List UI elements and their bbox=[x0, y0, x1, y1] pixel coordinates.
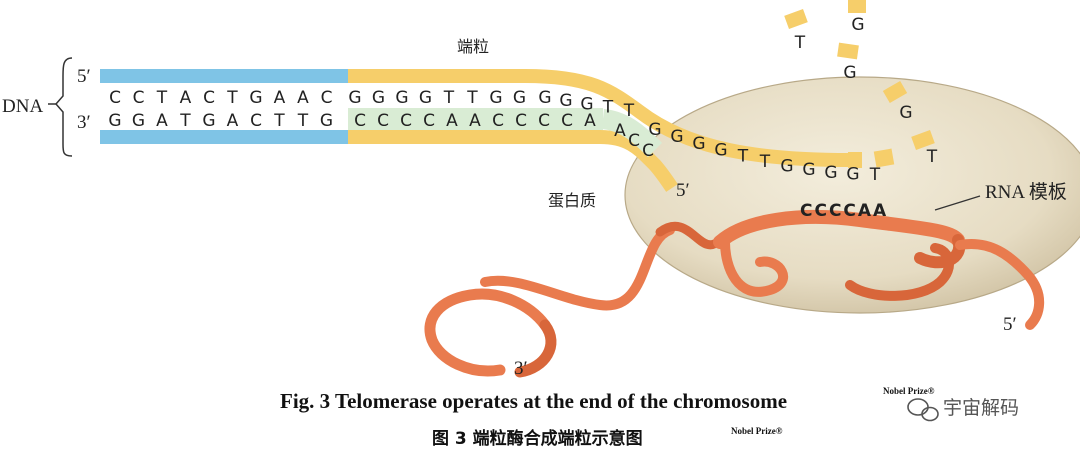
three-prime-bottom-label: 3′ bbox=[77, 112, 91, 133]
bottom-green-base-11: A bbox=[614, 121, 626, 141]
top-lower-base-1: G bbox=[670, 127, 683, 147]
top-straight-base-4: T bbox=[443, 88, 455, 108]
top-curve-base-3: T bbox=[602, 98, 614, 118]
nobel-prize-mark-bottom: Nobel Prize® bbox=[731, 426, 783, 436]
caption-chinese: 图 3 端粒酶合成端粒示意图 bbox=[432, 428, 643, 449]
top-lower-base-4: T bbox=[737, 146, 749, 166]
telomere-label: 端粒 bbox=[457, 37, 489, 56]
top-straight-base-2: G bbox=[395, 88, 408, 108]
protein-label: 蛋白质 bbox=[548, 191, 596, 210]
watermark: 宇宙解码 bbox=[907, 397, 1019, 422]
top-lower-base-5: T bbox=[759, 152, 771, 172]
bottom-green-base-10: A bbox=[584, 111, 596, 131]
free-base-3: G bbox=[899, 103, 912, 123]
bottom-blue-base-8: T bbox=[297, 111, 309, 131]
bottom-green-base-7: C bbox=[515, 111, 527, 131]
top-lower-base-8: G bbox=[824, 163, 837, 183]
template-green-curve bbox=[601, 109, 663, 158]
strand-five-prime-label: 5′ bbox=[676, 180, 690, 201]
bottom-green-base-5: A bbox=[469, 111, 481, 131]
bottom-green-base-4: A bbox=[446, 111, 458, 131]
top-lower-base-9: G bbox=[846, 164, 859, 184]
rna-template-label: RNA 模板 bbox=[985, 181, 1067, 203]
bottom-blue-base-7: T bbox=[273, 111, 285, 131]
top-blue-base-9: C bbox=[321, 88, 333, 108]
top-lower-base-2: G bbox=[692, 134, 705, 154]
top-blue-base-8: A bbox=[297, 88, 309, 108]
top-blue-base-0: C bbox=[109, 88, 121, 108]
rna-five-prime-label: 5′ bbox=[1003, 314, 1017, 335]
bottom-green-base-6: C bbox=[492, 111, 504, 131]
top-blue-base-5: T bbox=[226, 88, 238, 108]
rna-three-prime-label: 3′ bbox=[514, 358, 528, 379]
dna-bracket bbox=[55, 57, 73, 157]
bottom-green-base-12: C bbox=[628, 131, 640, 151]
top-lower-base-10: T bbox=[869, 165, 881, 185]
top-lower-base-6: G bbox=[780, 156, 793, 176]
seq-free: T G G G T bbox=[794, 15, 938, 167]
top-curve-base-2: G bbox=[580, 94, 593, 114]
bottom-green-base-0: C bbox=[354, 111, 366, 131]
free-base-4: T bbox=[926, 147, 938, 167]
top-straight-base-0: G bbox=[348, 88, 361, 108]
top-strand-yellow bbox=[348, 69, 851, 167]
nobel-prize-mark-top: Nobel Prize® bbox=[883, 386, 935, 396]
bottom-green-base-1: C bbox=[377, 111, 389, 131]
bottom-strand-blue bbox=[100, 130, 348, 144]
top-lower-base-3: G bbox=[714, 140, 727, 160]
top-straight-base-1: G bbox=[372, 88, 385, 108]
bottom-strand-yellow bbox=[348, 130, 678, 192]
top-lower-base-0: G bbox=[648, 120, 661, 140]
bottom-green-base-13: C bbox=[642, 141, 654, 161]
top-strand-blue bbox=[100, 69, 348, 83]
top-blue-base-6: G bbox=[249, 88, 262, 108]
template-green-band bbox=[348, 108, 603, 130]
free-base-2: G bbox=[843, 63, 856, 83]
dna-label: DNA bbox=[2, 96, 43, 117]
top-straight-base-3: G bbox=[419, 88, 432, 108]
wechat-icon bbox=[907, 398, 939, 422]
top-straight-base-7: G bbox=[513, 88, 526, 108]
top-blue-base-3: A bbox=[180, 88, 192, 108]
free-base-1: G bbox=[851, 15, 864, 35]
rna-template-seq: CCCCAA bbox=[800, 201, 888, 221]
free-nucleotide-blocks bbox=[784, 0, 935, 168]
bottom-blue-base-9: G bbox=[320, 111, 333, 131]
bottom-green-base-3: C bbox=[423, 111, 435, 131]
top-lower-base-7: G bbox=[802, 160, 815, 180]
top-blue-base-7: A bbox=[274, 88, 286, 108]
free-base-0: T bbox=[794, 33, 806, 53]
bottom-green-base-8: C bbox=[538, 111, 550, 131]
caption-english: Fig. 3 Telomerase operates at the end of… bbox=[280, 389, 787, 413]
top-curve-base-4: T bbox=[623, 101, 635, 121]
top-blue-base-4: C bbox=[203, 88, 215, 108]
bottom-green-base-9: C bbox=[561, 111, 573, 131]
telomerase-protein bbox=[624, 76, 1080, 314]
bottom-green-base-2: C bbox=[400, 111, 412, 131]
top-blue-base-2: T bbox=[156, 88, 168, 108]
bottom-blue-base-5: A bbox=[227, 111, 239, 131]
watermark-text: 宇宙解码 bbox=[943, 397, 1019, 419]
top-blue-base-1: C bbox=[133, 88, 145, 108]
rna-ribbon bbox=[424, 209, 1045, 378]
bottom-blue-base-0: G bbox=[108, 111, 121, 131]
top-straight-base-6: G bbox=[489, 88, 502, 108]
bottom-blue-base-1: G bbox=[132, 111, 145, 131]
top-curve-base-0: G bbox=[538, 88, 551, 108]
top-curve-base-1: G bbox=[559, 91, 572, 111]
bottom-blue-base-4: G bbox=[202, 111, 215, 131]
bottom-blue-base-2: A bbox=[156, 111, 168, 131]
top-straight-base-5: T bbox=[466, 88, 478, 108]
rna-template-leader bbox=[934, 195, 981, 211]
bottom-blue-base-6: C bbox=[250, 111, 262, 131]
bottom-blue-base-3: T bbox=[179, 111, 191, 131]
five-prime-top-label: 5′ bbox=[77, 66, 91, 87]
